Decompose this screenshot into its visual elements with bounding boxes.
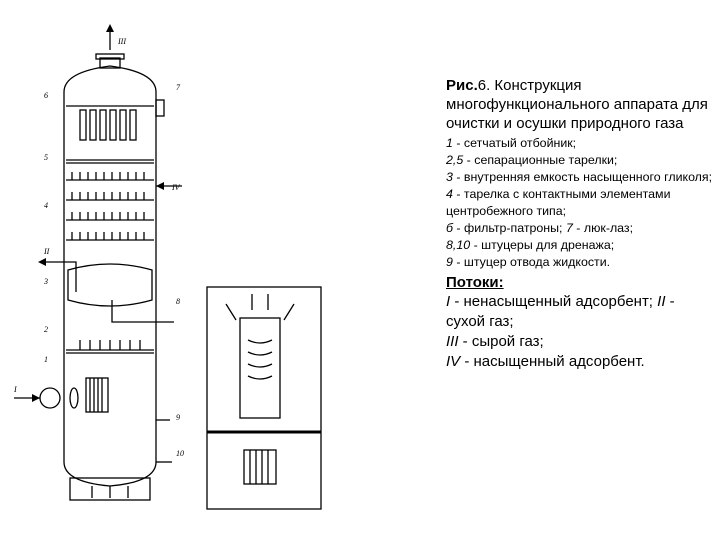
legend-item: 8,10 - штуцеры для дренажа; — [446, 238, 615, 252]
filter-detail — [206, 286, 322, 510]
flow-item: III - сырой газ; — [446, 333, 544, 350]
flows-heading: Потоки: — [446, 274, 504, 291]
label-9: 9 — [176, 413, 180, 422]
top-nozzle — [99, 57, 121, 69]
label-8: 8 — [176, 297, 180, 306]
label-iii: III — [117, 37, 126, 46]
legend-item: 9 - штуцер отвода жидкости. — [446, 255, 611, 269]
separation-tray-upper — [66, 159, 154, 164]
label-7: 7 — [176, 83, 181, 92]
separation-tray-lower — [66, 340, 154, 354]
label-2: 2 — [44, 325, 48, 334]
label-4: 4 — [44, 201, 48, 210]
flow-item: I - ненасыщенный адсорбент; II - сухой г… — [446, 293, 675, 330]
apparatus-diagram: III IV II I 6 7 5 4 3 8 2 1 9 10 — [13, 24, 322, 510]
flows-list: I - ненасыщенный адсорбент; II - сухой г… — [446, 292, 716, 372]
glycol-tank — [67, 263, 153, 307]
inlet-nozzle — [39, 387, 61, 409]
legend-item: 1 - сетчатый отбойник; — [446, 136, 577, 150]
mesh-separator — [85, 377, 109, 413]
manhole-upper — [155, 99, 165, 117]
base-support — [69, 477, 151, 501]
legend-item: 2,5 - сепарационные тарелки; — [446, 153, 618, 167]
label-10: 10 — [176, 449, 184, 458]
label-ii: II — [43, 247, 50, 256]
label-6: 6 — [44, 91, 48, 100]
legend-item: 3 - внутренняя емкость насыщенного глико… — [446, 170, 713, 184]
label-i: I — [13, 385, 17, 394]
contact-trays — [66, 172, 154, 241]
drain-pipe-8 — [111, 300, 174, 323]
legend-item: 4 - тарелка с контактными элементами цен… — [446, 187, 671, 218]
figure-caption: Рис.6. Конструкция многофункционального … — [446, 76, 716, 372]
label-3: 3 — [43, 277, 48, 286]
figure-title: Рис.6. Конструкция многофункционального … — [446, 77, 708, 132]
label-5: 5 — [44, 153, 48, 162]
legend-list: 1 - сетчатый отбойник; 2,5 - сепарационн… — [446, 135, 716, 271]
legend-item: б - фильтр-патроны; 7 - люк-лаз; — [446, 221, 634, 235]
flow-item: IV - насыщенный адсорбент. — [446, 353, 645, 370]
label-iv: IV — [171, 183, 181, 192]
outlet-pipe-ii — [40, 261, 77, 292]
label-1: 1 — [44, 355, 48, 364]
filter-cartridges — [66, 105, 154, 141]
